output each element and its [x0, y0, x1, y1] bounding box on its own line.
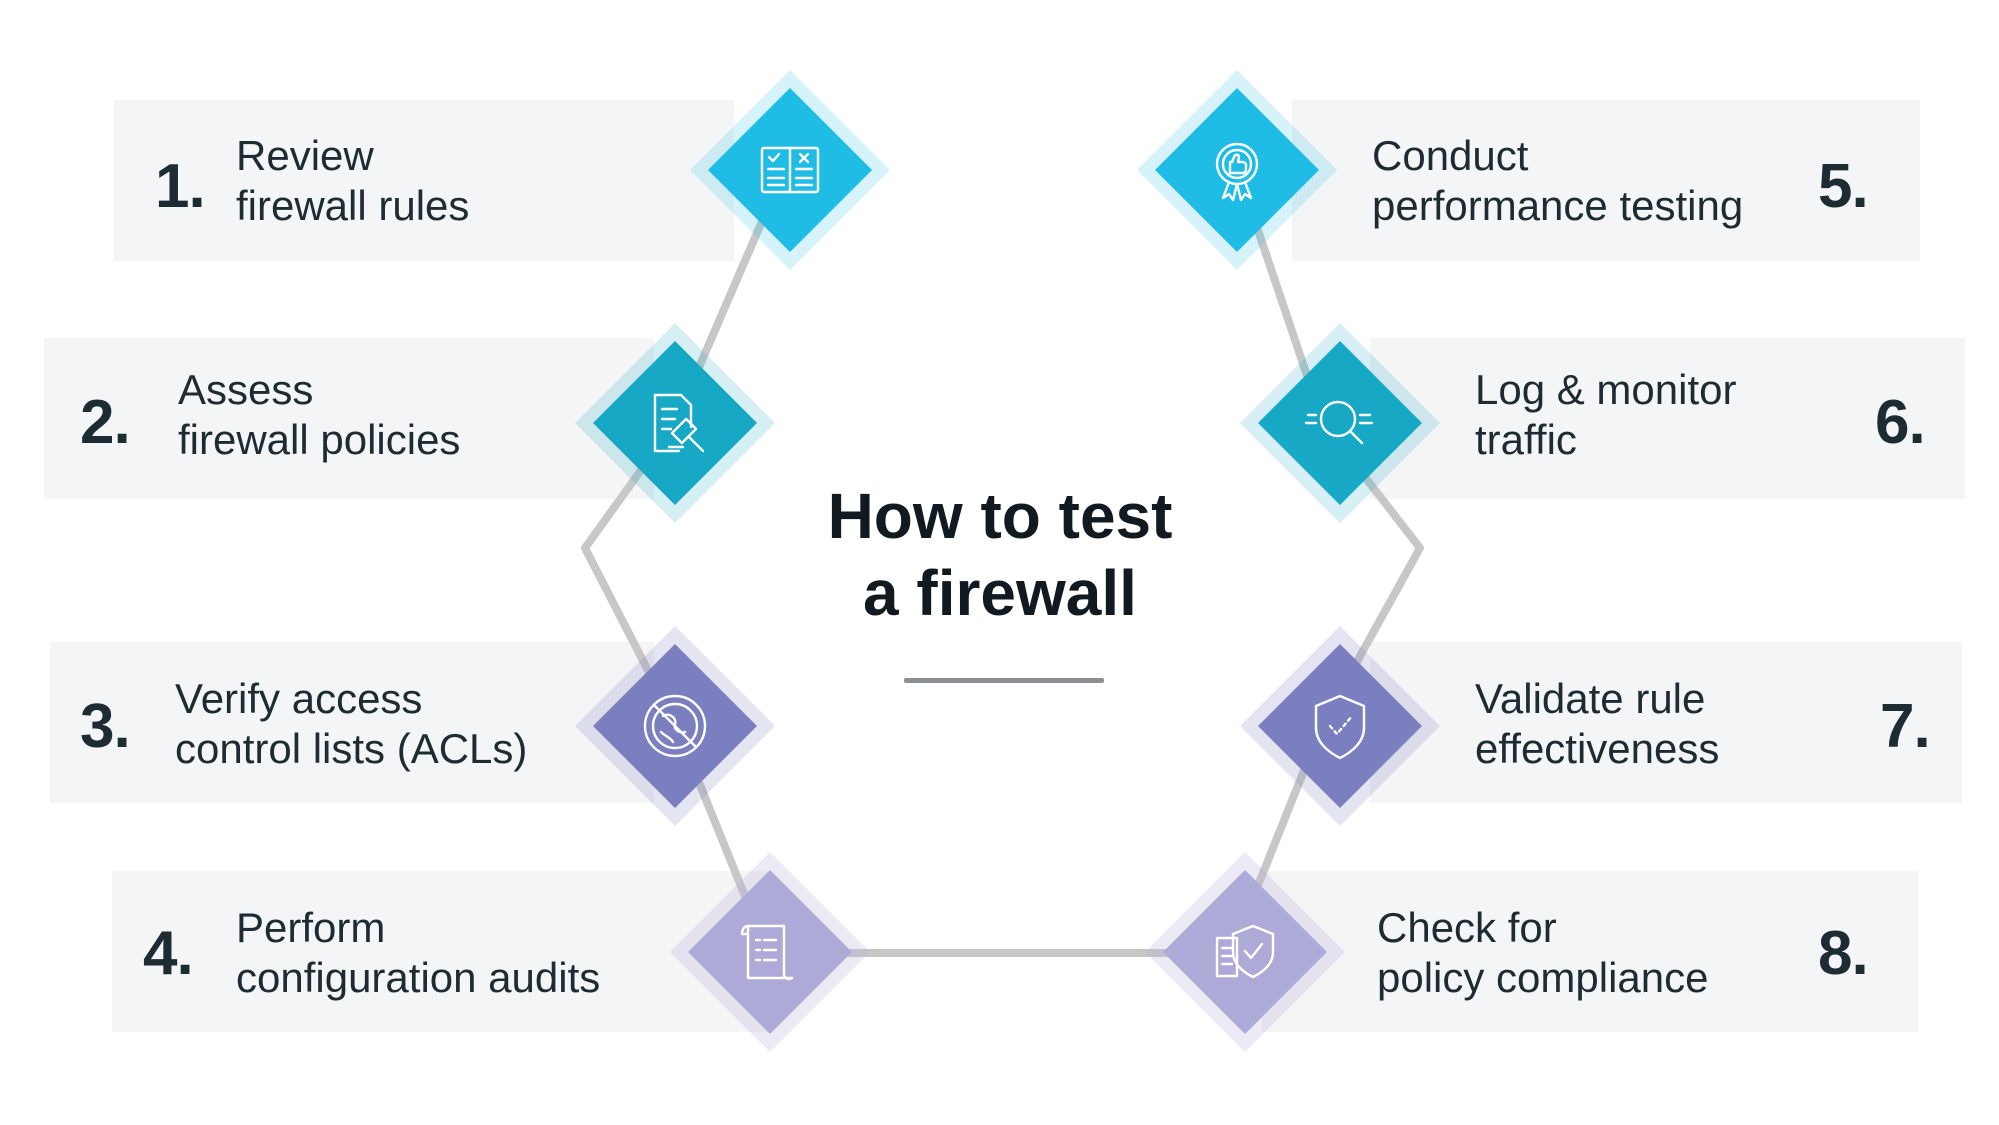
step-number-4: 4.: [143, 919, 194, 988]
step-card-4: [112, 871, 772, 1032]
step-card-1: [114, 100, 734, 261]
step-number-2: 2.: [80, 388, 131, 457]
step-diamond-3: [575, 626, 775, 826]
step-card-5: [1292, 100, 1920, 261]
step-number-7: 7.: [1880, 692, 1931, 761]
step-card-8: [1262, 871, 1918, 1032]
blocked-globe-icon: [643, 694, 707, 758]
step-diamond-8: [1145, 852, 1345, 1052]
step-number-6: 6.: [1875, 388, 1926, 457]
policy-gavel-icon: [653, 393, 705, 453]
title-divider: [904, 678, 1104, 683]
award-thumbs-up-icon: [1215, 142, 1259, 202]
step-diamond-4: [670, 852, 870, 1052]
page-title: How to test a firewall: [827, 480, 1173, 629]
step-diamond-6: [1240, 323, 1440, 523]
step-card-3: [50, 642, 654, 803]
step-diamond-1: [690, 70, 890, 270]
step-diamond-5: [1137, 70, 1337, 270]
step-card-2: [44, 338, 654, 499]
step-number-3: 3.: [80, 692, 131, 761]
step-card-7: [1370, 642, 1962, 803]
step-number-5: 5.: [1818, 152, 1869, 221]
scroll-list-icon: [740, 924, 794, 981]
step-number-8: 8.: [1818, 919, 1869, 988]
step-number-1: 1.: [155, 152, 206, 221]
step-diamond-7: [1240, 626, 1440, 826]
step-card-6: [1370, 338, 1965, 499]
magnifier-icon: [1304, 400, 1374, 445]
document-shield-icon: [1215, 924, 1275, 979]
shield-check-icon: [1314, 694, 1366, 760]
checklist-icon: [760, 146, 820, 194]
step-diamond-2: [575, 323, 775, 523]
